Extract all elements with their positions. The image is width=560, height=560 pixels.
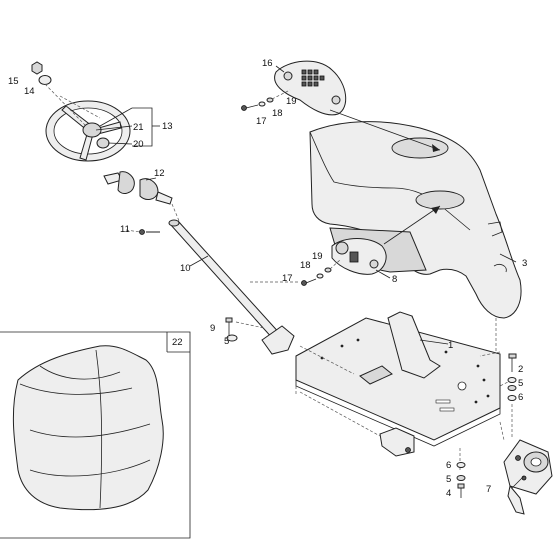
floor-plate xyxy=(295,311,501,457)
callout-16: 16 xyxy=(262,58,273,69)
callout-19-lower: 19 xyxy=(312,251,323,262)
callout-8: 8 xyxy=(392,274,397,285)
callout-21: 21 xyxy=(133,122,144,133)
callout-5-right: 5 xyxy=(518,378,523,389)
callout-18-upper: 18 xyxy=(272,108,283,119)
callout-6-right: 6 xyxy=(518,392,523,403)
callout-1: 1 xyxy=(448,340,453,351)
callout-4: 4 xyxy=(446,488,451,499)
bolt-stack-right xyxy=(507,353,517,401)
callout-22: 22 xyxy=(172,337,183,348)
cover-folds xyxy=(19,349,151,509)
bolt-stack-bottom xyxy=(456,462,466,498)
universal-joint xyxy=(103,171,183,229)
steering-column xyxy=(139,219,295,355)
callout-6-bottom: 6 xyxy=(446,460,451,471)
steering-unit-7 xyxy=(503,439,553,515)
callout-labels: 1 2 3 4 5 5 5 6 6 7 8 9 10 11 12 13 14 1… xyxy=(8,58,527,499)
callout-12: 12 xyxy=(154,168,165,179)
screw-set-upper xyxy=(241,89,291,111)
callout-3: 3 xyxy=(522,258,527,269)
callout-18-lower: 18 xyxy=(300,260,311,271)
callout-17-upper: 17 xyxy=(256,116,267,127)
leader-lines xyxy=(95,65,525,489)
cover-inset xyxy=(0,331,191,539)
callout-5-column: 5 xyxy=(224,336,229,347)
switch-panel-16 xyxy=(274,60,441,152)
callout-11: 11 xyxy=(120,224,130,235)
screw-set-lower xyxy=(301,259,341,286)
nut-washer xyxy=(31,61,86,126)
callout-17-lower: 17 xyxy=(282,273,293,284)
callout-19-upper: 19 xyxy=(286,96,297,107)
callout-13: 13 xyxy=(162,121,173,132)
callout-2: 2 xyxy=(518,364,523,375)
callout-10: 10 xyxy=(180,263,191,274)
keypad xyxy=(301,69,325,87)
callout-14: 14 xyxy=(24,86,35,97)
steering-wheel xyxy=(45,100,131,162)
dashboard-housing xyxy=(309,121,522,319)
callout-15: 15 xyxy=(8,76,19,87)
callout-20: 20 xyxy=(133,139,144,150)
callout-9: 9 xyxy=(210,323,215,334)
callout-5-bottom: 5 xyxy=(446,474,451,485)
cover-part xyxy=(12,345,164,511)
column-bolts xyxy=(225,317,265,342)
switch-panel-8 xyxy=(331,205,441,275)
callout-7: 7 xyxy=(486,484,491,495)
